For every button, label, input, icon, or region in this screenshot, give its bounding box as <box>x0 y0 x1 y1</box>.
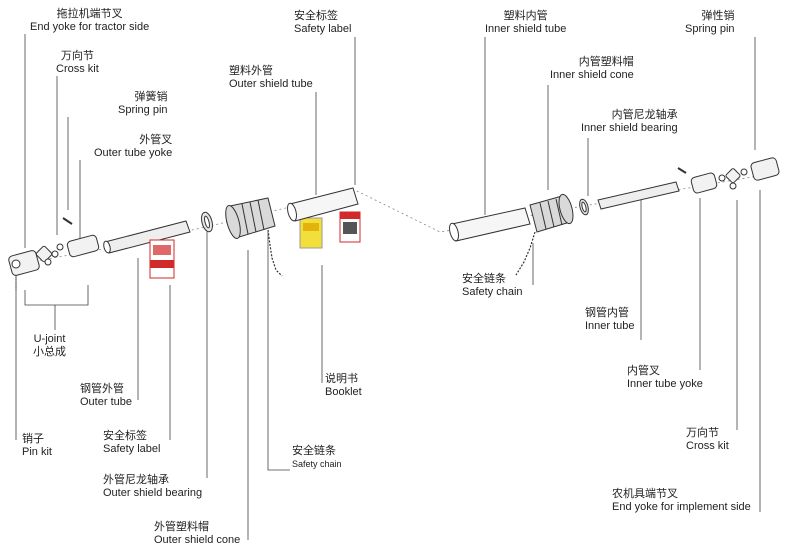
right-ujoint-group <box>677 157 780 194</box>
spring-pin-left-part <box>62 217 73 225</box>
inner-shield-tube-part <box>448 207 531 242</box>
label-safety-label-top: 安全标签 Safety label <box>294 10 351 36</box>
leader-u-joint <box>24 285 89 306</box>
label-zh: 万向节 <box>686 427 719 439</box>
leader-safety-chain-bottom <box>267 232 290 471</box>
label-zh: 小总成 <box>33 346 66 358</box>
label-zh: 塑料外管 <box>229 65 273 77</box>
label-en: Outer shield cone <box>154 534 241 546</box>
label-outer-tube: 钢管外管 Outer tube <box>80 383 132 409</box>
cross-kit-right-part <box>725 168 741 184</box>
spring-pin-right-part <box>677 167 687 174</box>
label-en: Safety chain <box>292 459 342 469</box>
label-inner-tube-yoke: 内管叉 Inner tube yoke <box>627 365 703 391</box>
left-ujoint-group <box>8 217 100 290</box>
end-yoke-implement-part <box>750 157 780 181</box>
label-en: Pin kit <box>22 446 52 458</box>
outer-shield-tube-part <box>286 187 359 222</box>
safety-chain-left-part <box>267 229 283 277</box>
label-outer-shield-cone: 外管塑料帽 Outer shield cone <box>154 521 240 547</box>
label-zh: 内管塑料帽 <box>578 56 634 68</box>
label-en: Inner tube <box>585 320 635 332</box>
safety-chain-right-part <box>515 231 536 276</box>
label-en: Cross kit <box>686 440 729 452</box>
label-en: End yoke for implement side <box>612 501 751 513</box>
label-zh: 拖拉机端节叉 <box>56 8 123 20</box>
label-u-joint: U-joint 小总成 <box>33 333 66 359</box>
label-zh: 安全标签 <box>294 10 338 22</box>
label-zh: 弹性销 <box>701 10 735 22</box>
label-en: U-joint <box>33 333 66 345</box>
label-en: Spring pin <box>118 104 168 116</box>
label-spring-pin-left: 弹簧销 Spring pin <box>118 91 168 117</box>
inner-tube-yoke-part <box>690 172 718 194</box>
label-en: End yoke for tractor side <box>30 21 150 33</box>
label-zh: 弹簧销 <box>134 91 168 103</box>
outer-shield-cone-part <box>225 197 276 239</box>
label-en: Inner shield tube <box>485 23 567 35</box>
label-zh: 塑料内管 <box>503 10 548 22</box>
label-zh: 安全标签 <box>103 430 147 442</box>
label-pin-kit: 销子 Pin kit <box>22 433 52 459</box>
label-end-yoke-tractor: 拖拉机端节叉 End yoke for tractor side <box>30 8 149 34</box>
label-zh: 内管叉 <box>627 365 660 377</box>
label-en: Safety label <box>294 23 352 35</box>
label-outer-tube-yoke: 外管叉 Outer tube yoke <box>94 134 172 160</box>
label-cross-kit-right: 万向节 Cross kit <box>686 427 729 453</box>
outer-shield-bearing-part <box>201 211 213 233</box>
label-zh: 内管尼龙轴承 <box>611 109 678 121</box>
label-en: Safety label <box>103 443 161 455</box>
label-en: Outer tube yoke <box>94 147 173 159</box>
label-inner-tube: 钢管内管 Inner tube <box>585 307 635 333</box>
label-en: Outer shield bearing <box>103 487 203 499</box>
label-en: Booklet <box>325 386 362 398</box>
label-zh: 外管尼龙轴承 <box>103 474 169 486</box>
label-en: Inner shield bearing <box>581 122 678 134</box>
end-yoke-tractor-part <box>8 250 40 276</box>
label-safety-chain-bottom: 安全链条 Safety chain <box>292 445 342 471</box>
label-zh: 农机具端节叉 <box>612 488 678 500</box>
label-zh: 外管塑料帽 <box>154 521 209 533</box>
safety-label-top-right-part <box>339 211 361 243</box>
label-zh: 钢管外管 <box>80 383 124 395</box>
label-inner-shield-cone: 内管塑料帽 Inner shield cone <box>550 56 634 82</box>
inner-shield-cone-part <box>529 193 574 233</box>
label-end-yoke-implement: 农机具端节叉 End yoke for implement side <box>612 488 751 514</box>
label-zh: 安全链条 <box>462 273 506 285</box>
label-outer-shield-tube: 塑料外管 Outer shield tube <box>229 65 313 91</box>
label-zh: 外管叉 <box>139 134 173 146</box>
label-en: Cross kit <box>56 63 99 75</box>
inner-tube-part <box>597 181 680 210</box>
label-outer-shield-bearing: 外管尼龙轴承 Outer shield bearing <box>103 474 202 500</box>
label-en: Outer tube <box>80 396 132 408</box>
label-cross-kit-left: 万向节 Cross kit <box>56 50 99 76</box>
label-zh: 万向节 <box>60 50 94 62</box>
outer-tube-part <box>103 220 191 254</box>
label-booklet: 说明书 Booklet <box>325 373 362 399</box>
label-en: Outer shield tube <box>229 78 313 90</box>
label-en: Inner tube yoke <box>627 378 703 390</box>
safety-label-bottom-part <box>149 239 175 279</box>
cross-kit-left-part <box>35 245 53 263</box>
label-inner-shield-bearing: 内管尼龙轴承 Inner shield bearing <box>581 109 678 135</box>
label-zh: 安全链条 <box>292 445 336 457</box>
label-en: Inner shield cone <box>550 69 634 81</box>
label-inner-shield-tube: 塑料内管 Inner shield tube <box>485 10 566 36</box>
label-en: Safety chain <box>462 286 523 298</box>
outer-tube-yoke-part <box>66 234 100 258</box>
inner-shield-bearing-part <box>579 198 589 216</box>
yoke-bore <box>11 259 21 269</box>
label-zh: 说明书 <box>325 373 358 385</box>
label-zh: 钢管内管 <box>585 307 629 319</box>
label-safety-label-bottom: 安全标签 Safety label <box>103 430 160 456</box>
label-en: Spring pin <box>685 23 735 35</box>
safety-label-top-left-part <box>299 217 323 249</box>
label-spring-pin-right: 弹性销 Spring pin <box>685 10 735 36</box>
label-zh: 销子 <box>22 433 44 445</box>
label-safety-chain-right: 安全链条 Safety chain <box>462 273 523 299</box>
